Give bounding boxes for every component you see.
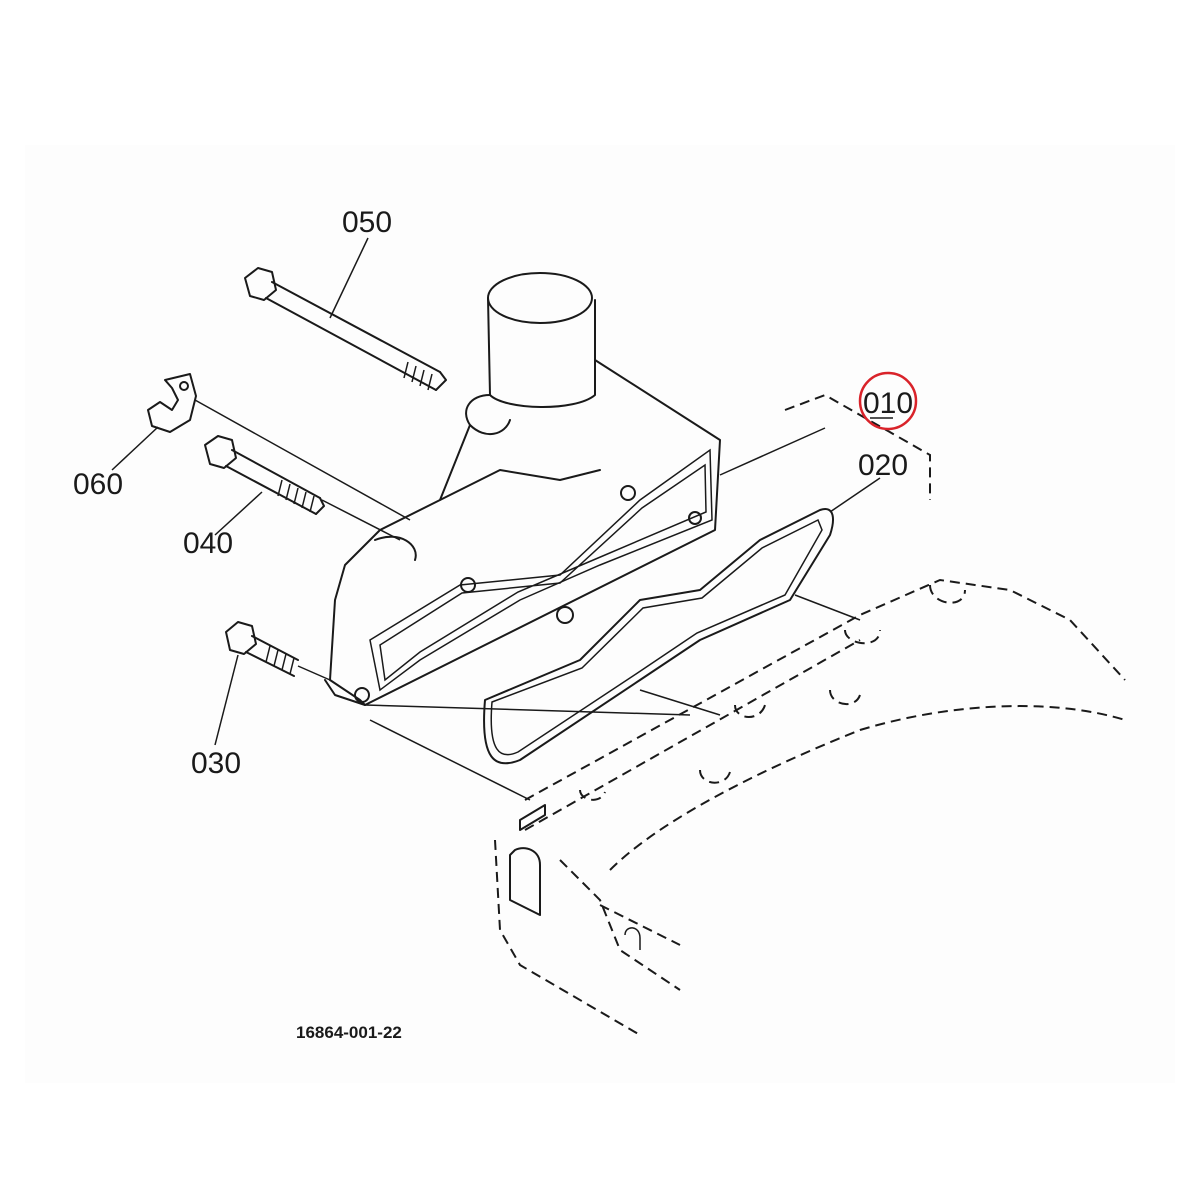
bolt-part-040[interactable] (204, 435, 325, 515)
clamp-part-060[interactable] (147, 373, 197, 433)
callout-040[interactable]: 040 (183, 527, 233, 560)
callout-020[interactable]: 020 (858, 449, 908, 482)
highlight-circle (858, 371, 918, 431)
callout-030[interactable]: 030 (191, 747, 241, 780)
housing-part-010[interactable] (324, 272, 721, 706)
callout-050[interactable]: 050 (342, 206, 392, 239)
alignment-lines (194, 399, 861, 801)
callout-010[interactable]: 010 (863, 387, 913, 420)
bolt-part-030[interactable] (225, 621, 299, 677)
engine-block-outline (494, 578, 1126, 1036)
gasket-part-020[interactable] (483, 508, 834, 765)
leader-lines (111, 237, 931, 746)
bolt-part-050[interactable] (244, 267, 447, 391)
figure-number: 16864-001-22 (296, 1023, 402, 1042)
diagram-panel (25, 145, 1175, 1083)
callout-060[interactable]: 060 (73, 468, 123, 501)
